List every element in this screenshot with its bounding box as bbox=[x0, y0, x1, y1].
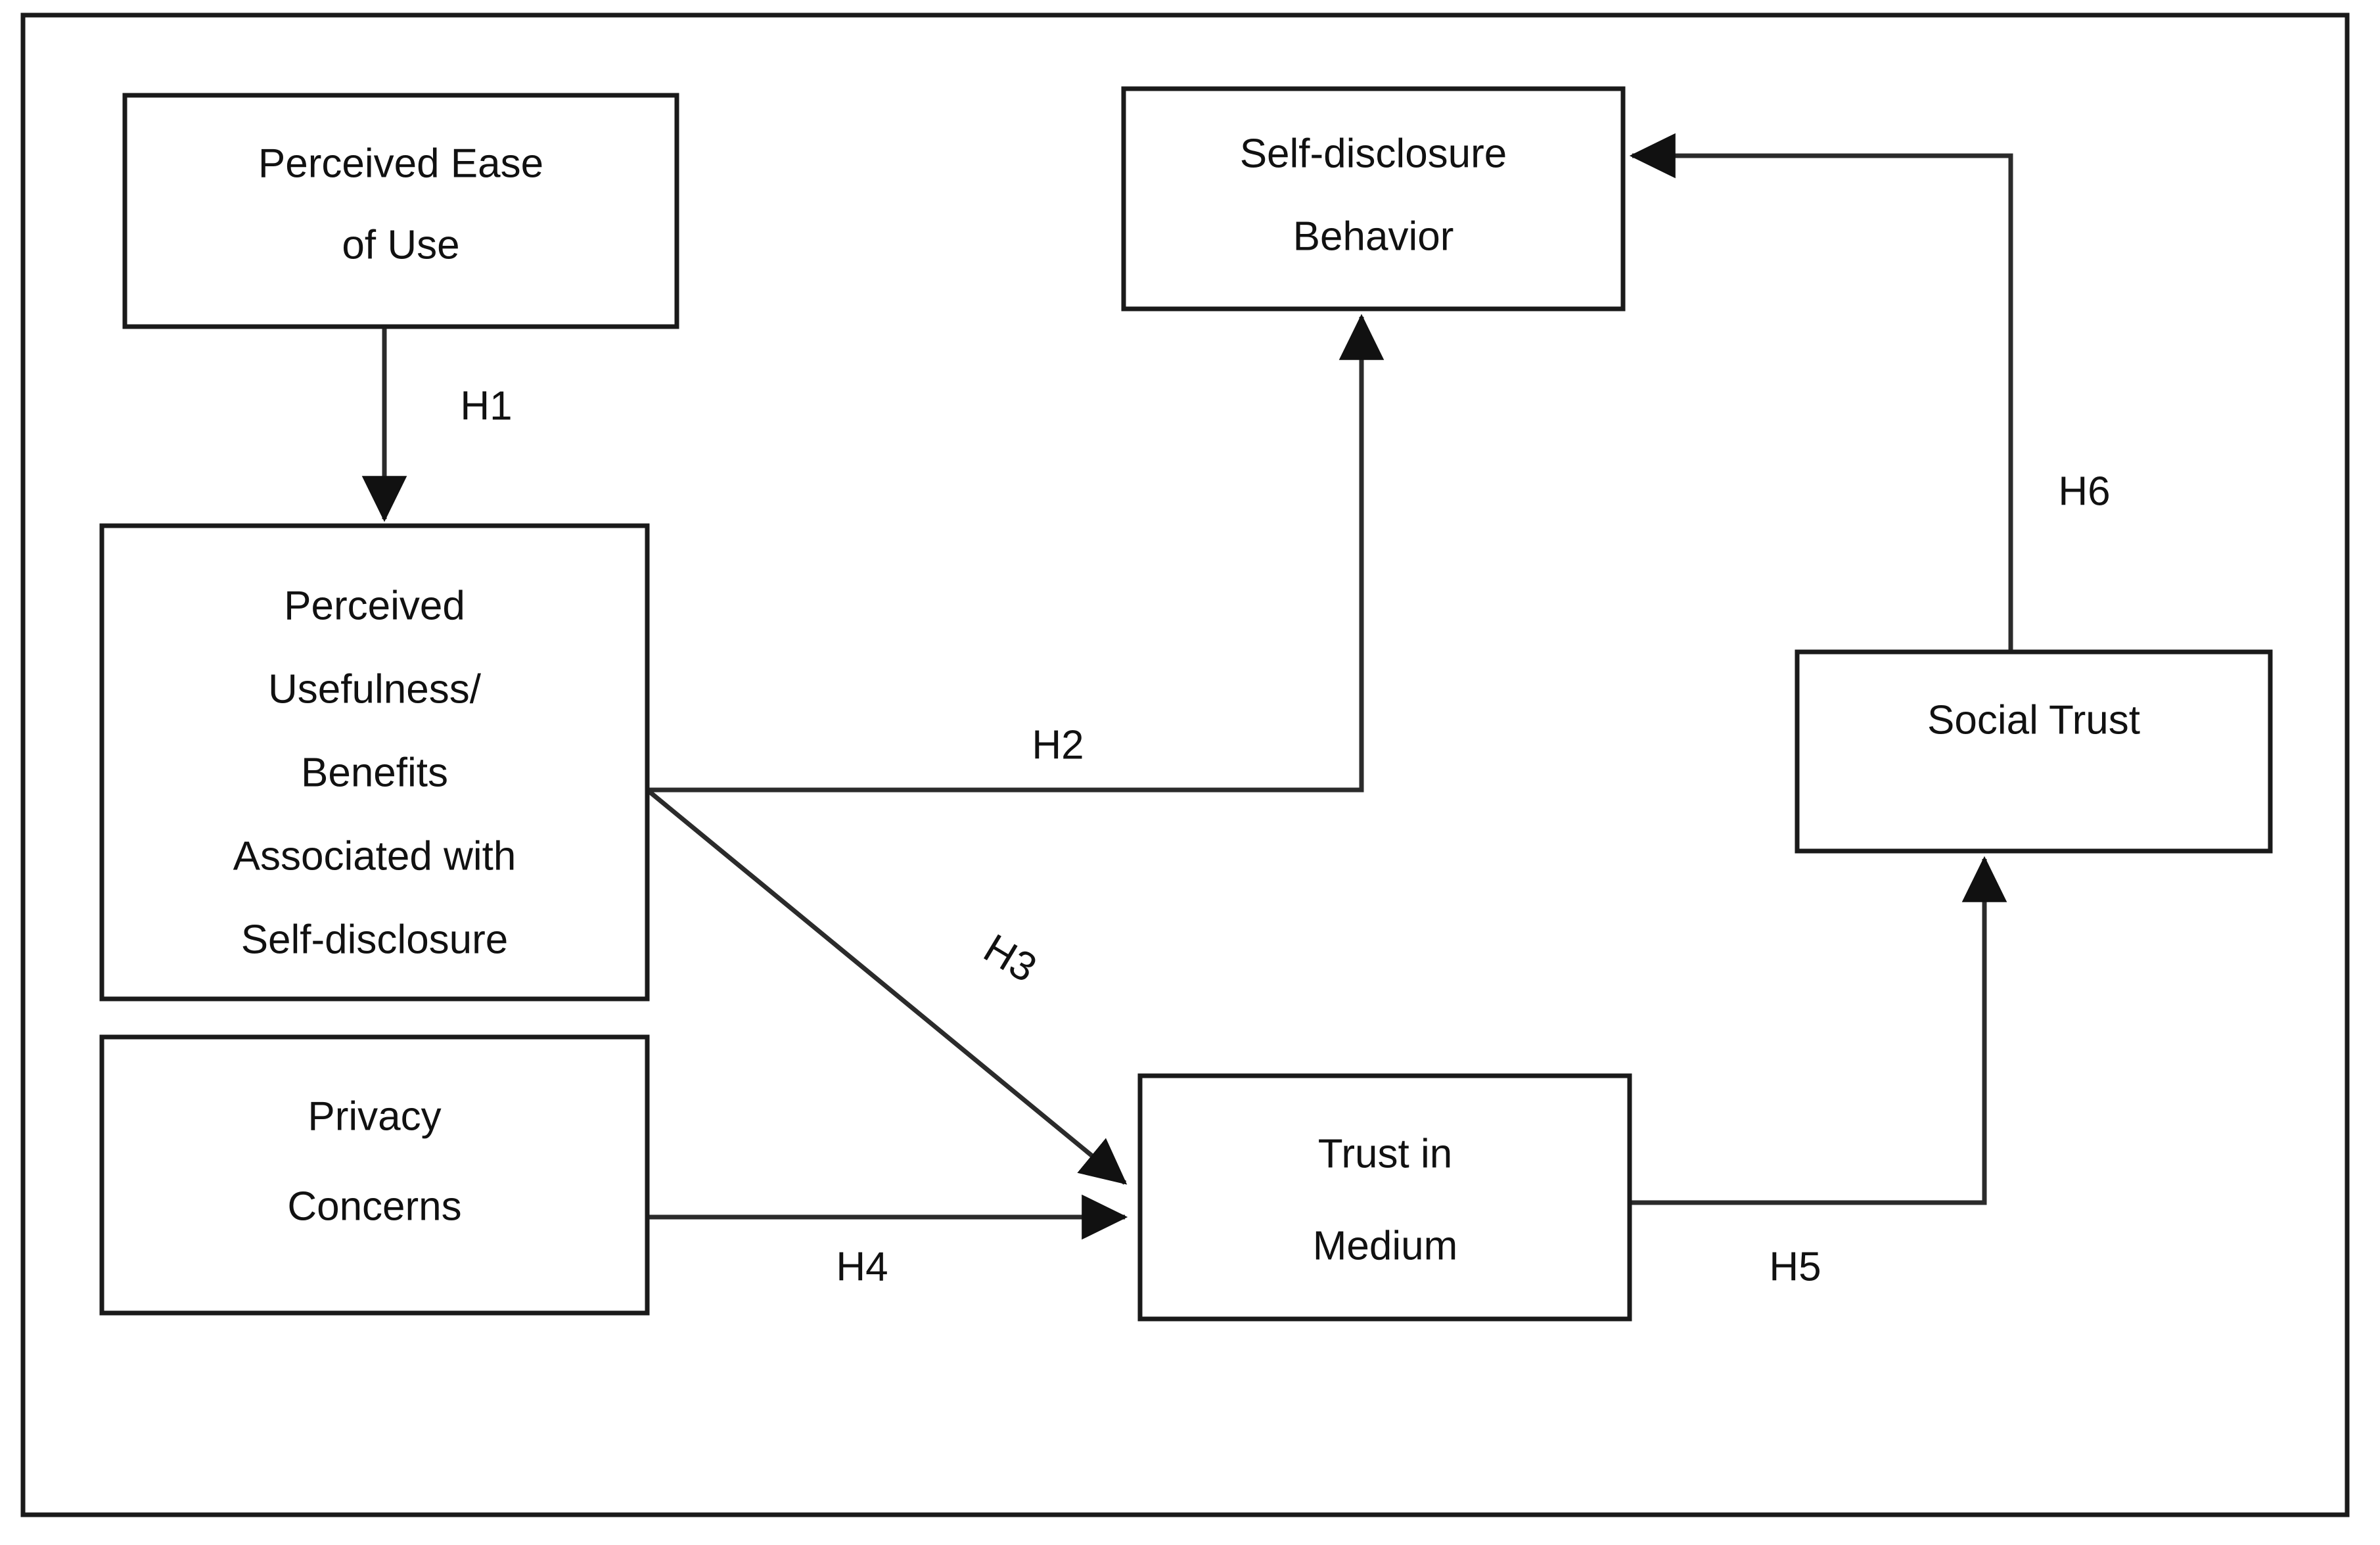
node-social-trust-box[interactable] bbox=[1795, 649, 2273, 854]
node-perceived-ease-of-use-line-1: Perceived Ease bbox=[258, 141, 543, 186]
node-perceived-usefulness-line-4: Associated with bbox=[233, 833, 516, 879]
edge-label-h4: H4 bbox=[836, 1244, 888, 1289]
node-trust-in-medium[interactable]: Trust in Medium bbox=[1137, 1073, 1632, 1322]
node-perceived-ease-of-use-box[interactable] bbox=[122, 93, 679, 329]
node-perceived-usefulness-line-5: Self-disclosure bbox=[241, 917, 509, 962]
node-perceived-usefulness-line-1: Perceived bbox=[284, 583, 465, 628]
node-privacy-concerns-line-2: Concerns bbox=[287, 1184, 461, 1229]
node-perceived-ease-of-use[interactable]: Perceived Ease of Use bbox=[122, 93, 679, 329]
edge-label-h6: H6 bbox=[2058, 469, 2110, 514]
node-privacy-concerns-line-1: Privacy bbox=[308, 1094, 441, 1139]
edge-h6-line bbox=[1629, 133, 2013, 652]
edge-h3-line bbox=[645, 788, 1128, 1185]
node-self-disclosure-behavior[interactable]: Self-disclosure Behavior bbox=[1121, 86, 1626, 311]
edge-label-h5: H5 bbox=[1769, 1244, 1821, 1289]
node-trust-in-medium-box[interactable] bbox=[1137, 1073, 1632, 1322]
node-social-trust-line-1: Social Trust bbox=[1927, 697, 2140, 743]
edge-h2-line bbox=[647, 313, 1385, 793]
node-trust-in-medium-line-2: Medium bbox=[1313, 1223, 1458, 1268]
node-self-disclosure-behavior-line-1: Self-disclosure bbox=[1240, 131, 1507, 176]
node-perceived-ease-of-use-line-2: of Use bbox=[342, 222, 459, 267]
node-self-disclosure-behavior-box[interactable] bbox=[1121, 86, 1626, 311]
edge-label-h1: H1 bbox=[460, 383, 512, 428]
node-privacy-concerns-box[interactable] bbox=[99, 1034, 650, 1316]
node-perceived-usefulness-line-2: Usefulness/ bbox=[268, 666, 482, 712]
node-self-disclosure-behavior-line-2: Behavior bbox=[1293, 214, 1454, 259]
node-social-trust[interactable]: Social Trust bbox=[1795, 649, 2273, 854]
node-privacy-concerns[interactable]: Privacy Concerns bbox=[99, 1034, 650, 1316]
edge-label-h2: H2 bbox=[1032, 722, 1084, 768]
node-perceived-usefulness-box[interactable] bbox=[99, 523, 650, 1002]
node-perceived-usefulness[interactable]: Perceived Usefulness/ Benefits Associate… bbox=[99, 523, 650, 1002]
node-perceived-usefulness-line-3: Benefits bbox=[301, 750, 448, 795]
edge-h5-line bbox=[1630, 856, 2007, 1205]
node-trust-in-medium-line-1: Trust in bbox=[1318, 1131, 1452, 1176]
